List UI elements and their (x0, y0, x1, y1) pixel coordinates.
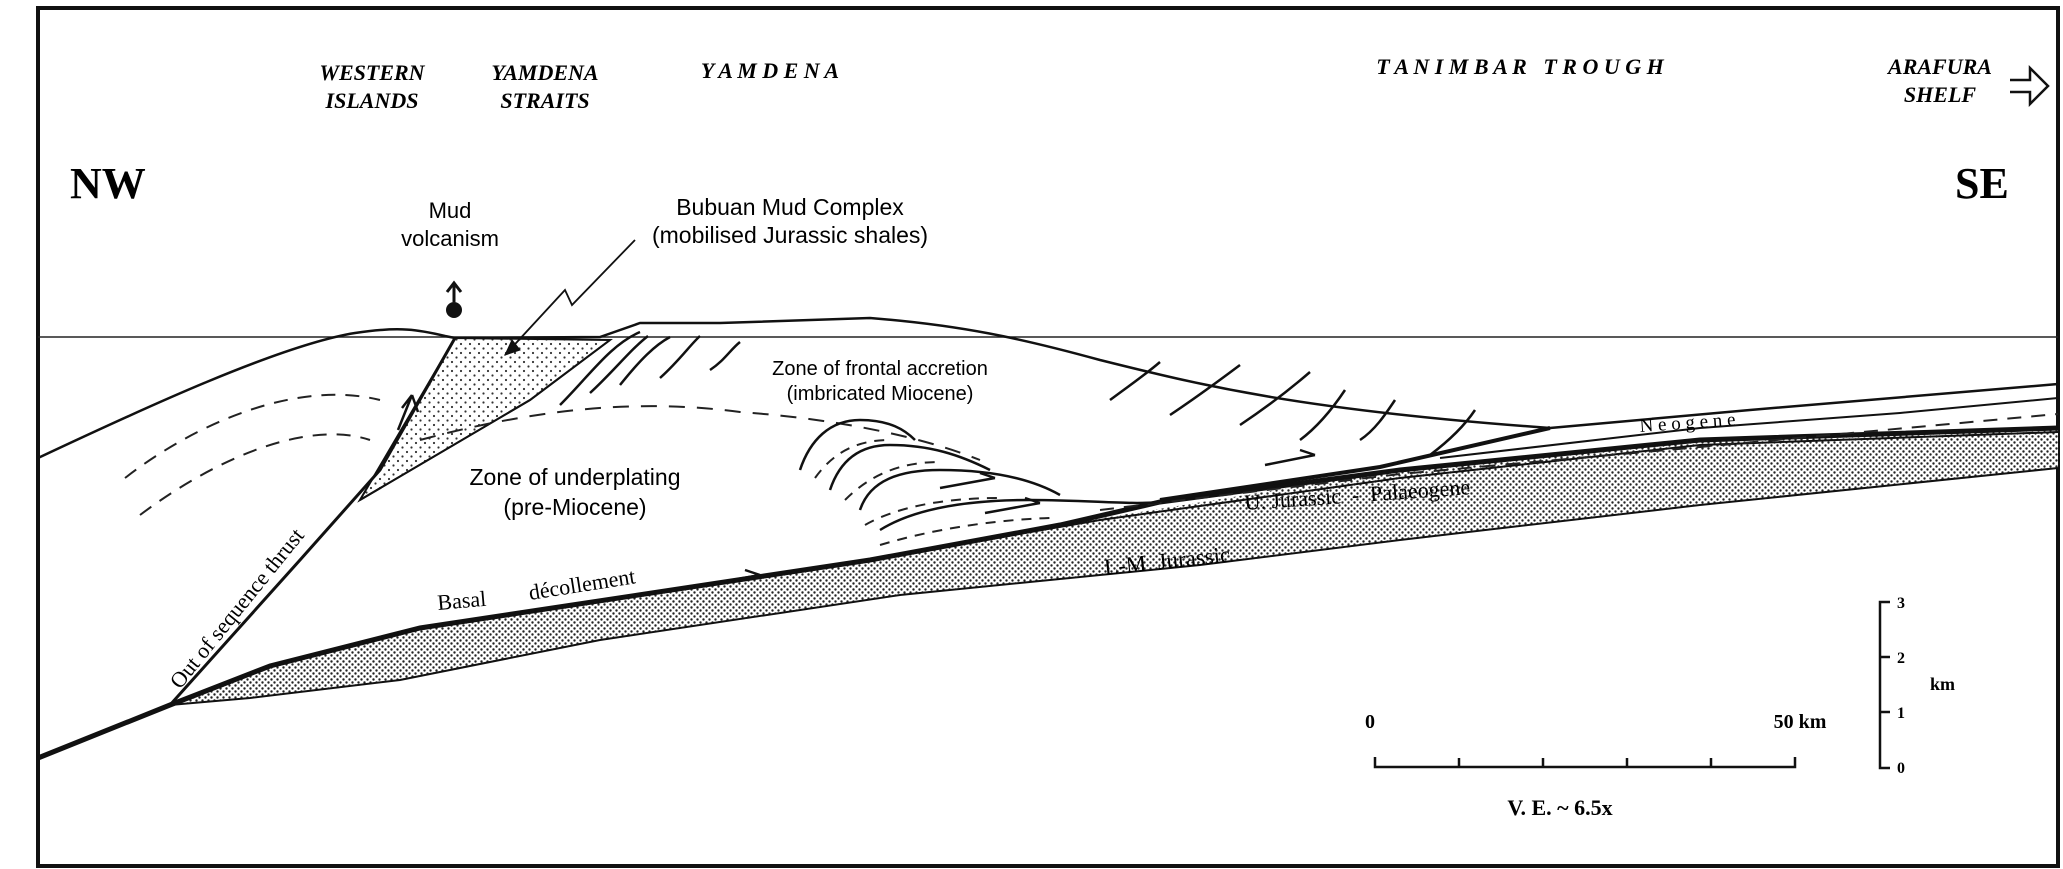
vertical-scale-bar: 3 2 1 0 km (1878, 595, 1955, 777)
region-yamdena: Y A M D E N A (701, 58, 839, 83)
palaeogene-dashed (1099, 413, 2059, 511)
lm-jurassic-base (169, 467, 2059, 706)
region-yamdena-straits-2: STRAITS (500, 88, 589, 113)
region-western-islands-2: ISLANDS (325, 88, 419, 113)
vscale-tick-0: 0 (1897, 760, 1905, 777)
arafura-arrow-icon (2010, 64, 2050, 108)
region-yamdena-straits-1: YAMDENA (491, 60, 598, 85)
direction-se: SE (1955, 159, 2009, 208)
imbricate-thrusts (559, 330, 1477, 456)
region-labels: WESTERN ISLANDS YAMDENA STRAITS Y A M D … (319, 54, 1992, 113)
label-mud-volcanism-2: volcanism (401, 226, 499, 251)
region-tanimbar-trough: T A N I M B A R T R O U G H (1376, 54, 1664, 79)
thrust-arrow (396, 394, 420, 431)
bubuan-leader (504, 239, 636, 356)
label-basal: Basal (436, 586, 487, 615)
out-of-sequence-thrust (168, 337, 457, 707)
bubuan-leader-arrow (504, 339, 521, 356)
mud-volcano-icon (445, 280, 463, 318)
vertical-exaggeration-label: V. E. ~ 6.5x (1507, 795, 1612, 820)
neogene-base (1439, 397, 2059, 459)
horizontal-scale-bar: 0 50 km V. E. ~ 6.5x (1365, 711, 1827, 820)
region-arafura-2: SHELF (1904, 82, 1976, 107)
shear-arrows (704, 448, 1316, 587)
lm-jurassic-top (879, 431, 2059, 559)
vscale-unit: km (1930, 674, 1955, 694)
vscale-tick-3: 3 (1897, 595, 1905, 612)
vscale-tick-2: 2 (1897, 650, 1905, 667)
label-mud-volcanism-1: Mud (429, 198, 472, 223)
label-frontal-accretion-2: (imbricated Miocene) (787, 383, 974, 405)
label-underplating-1: Zone of underplating (470, 464, 681, 490)
imbricated-miocene-dashed (814, 439, 1051, 546)
label-bubuan-1: Bubuan Mud Complex (676, 194, 904, 220)
scale-end-label: 50 km (1774, 711, 1827, 733)
western-fold-1 (124, 393, 381, 479)
thrust-branch (359, 339, 611, 501)
label-neogene: N e o g e n e (1639, 409, 1736, 437)
direction-nw: NW (70, 159, 146, 208)
underplating-boundary (419, 405, 981, 461)
label-frontal-accretion-1: Zone of frontal accretion (772, 358, 988, 380)
region-arafura-1: ARAFURA (1886, 54, 1992, 79)
label-bubuan-2: (mobilised Jurassic shales) (652, 222, 928, 248)
frontal-thrust (1159, 426, 1551, 502)
region-western-islands-1: WESTERN (319, 60, 425, 85)
lm-jurassic-layer (170, 428, 2058, 705)
scale-start-label: 0 (1365, 711, 1375, 733)
neogene-top (1549, 382, 2059, 430)
western-fold-2 (139, 433, 371, 516)
wedge-surface (37, 316, 1551, 460)
vscale-tick-1: 1 (1897, 705, 1905, 722)
label-underplating-2: (pre-Miocene) (503, 494, 646, 520)
